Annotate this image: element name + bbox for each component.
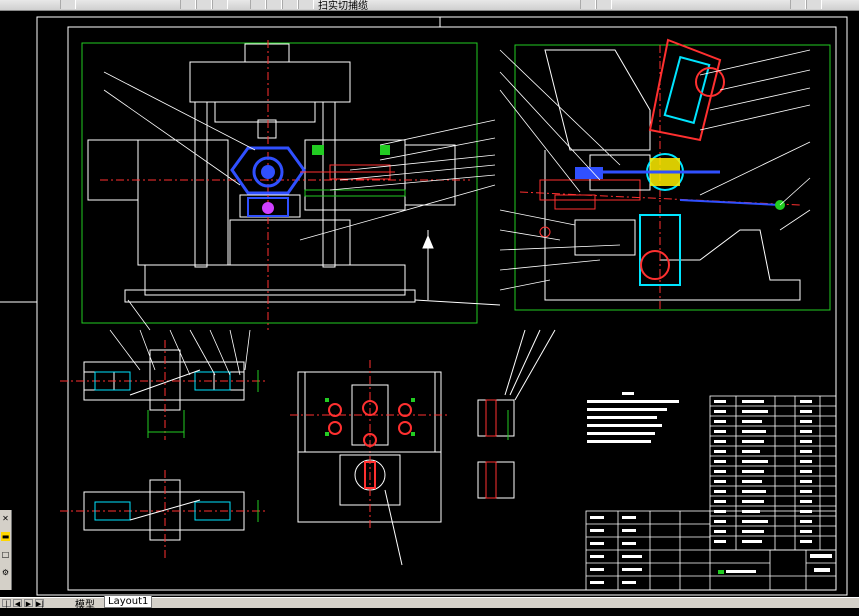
first-tab-icon[interactable]: |◀ — [2, 599, 11, 616]
title-block-entries — [590, 516, 832, 584]
gear-icon[interactable]: ⚙ — [1, 568, 10, 577]
prev-tab-icon[interactable]: ◀ — [13, 599, 22, 608]
toolbar-button[interactable] — [250, 0, 266, 9]
drawing-frame — [0, 16, 848, 596]
front-view-clamp — [230, 145, 406, 217]
front-view-leaders — [103, 71, 496, 331]
cad-toolbar: 扫实切捕缆 — [0, 0, 859, 12]
parts-list-entries — [714, 400, 812, 543]
technical-notes — [587, 392, 679, 443]
layout-tab-bar: |◀ ◀ ▶ ▶| 模型 Layout1 — [0, 596, 859, 616]
toolbar-button[interactable] — [298, 0, 314, 9]
toolbar-button[interactable] — [596, 0, 612, 9]
toolbar-button[interactable] — [580, 0, 596, 9]
parts-list — [709, 395, 837, 551]
toolbar-partial-label: 扫实切捕缆 — [318, 1, 368, 12]
title-block — [585, 510, 837, 591]
last-tab-icon[interactable]: ▶| — [35, 599, 44, 608]
section-view-b — [60, 470, 268, 560]
section-view-a — [60, 340, 268, 440]
toolbar-button[interactable] — [282, 0, 298, 9]
toolbar-button[interactable] — [196, 0, 212, 9]
side-view-leaders — [499, 49, 811, 291]
toolbar-button[interactable] — [180, 0, 196, 9]
left-tool-palette: ✕ ▬ □ ⚙ — [0, 510, 12, 590]
tab-layout1[interactable]: Layout1 — [104, 596, 153, 608]
toolbar-button[interactable] — [790, 0, 806, 9]
tab-model[interactable]: 模型 — [75, 600, 95, 611]
section-view-a-leaders — [109, 329, 251, 376]
toolbar-button[interactable] — [60, 0, 76, 9]
front-view — [81, 40, 501, 330]
toolbar-button[interactable] — [212, 0, 228, 9]
top-view-bolts — [325, 398, 415, 489]
next-tab-icon[interactable]: ▶ — [24, 599, 33, 608]
toolbar-button[interactable] — [266, 0, 282, 9]
toolbar-button[interactable] — [806, 0, 822, 9]
layer-icon[interactable]: ▬ — [1, 532, 10, 541]
close-icon[interactable]: ✕ — [2, 514, 9, 523]
drawing-canvas[interactable] — [0, 10, 859, 597]
detail-views — [477, 329, 556, 499]
window-icon[interactable]: □ — [1, 550, 10, 559]
side-view-mechanism — [539, 38, 785, 286]
